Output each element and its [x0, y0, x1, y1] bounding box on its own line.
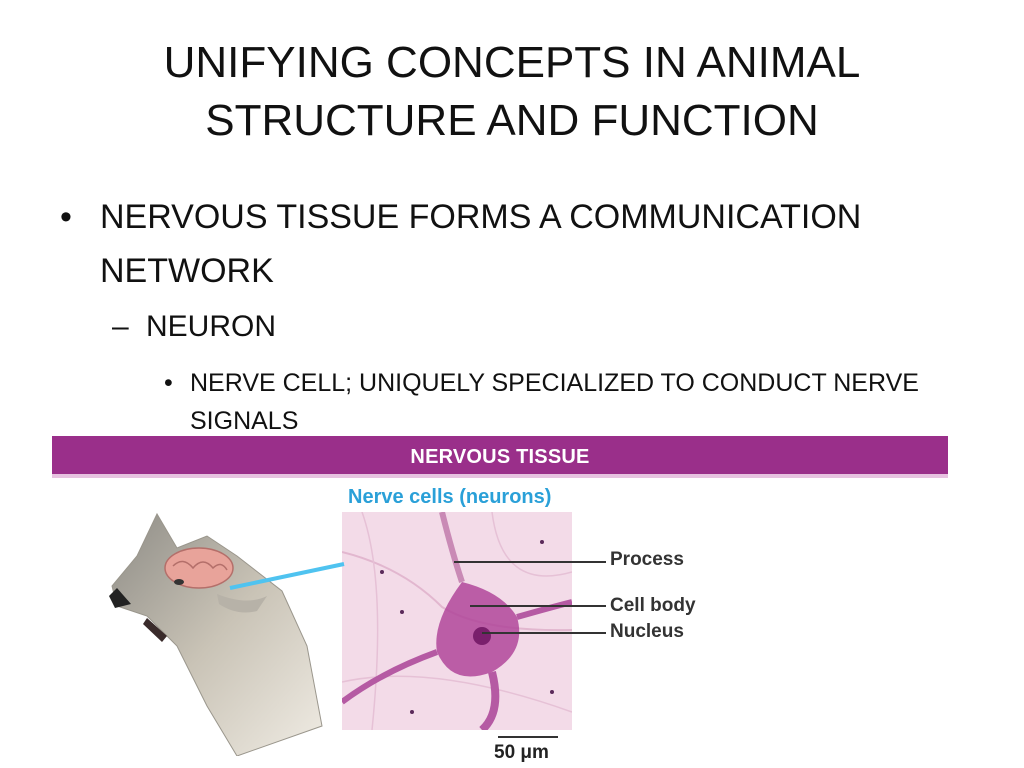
wolf-head-illustration — [109, 512, 323, 756]
scale-label: 50 μm — [494, 742, 549, 763]
banner-stripe — [52, 474, 948, 478]
figure-banner: NERVOUS TISSUE — [52, 436, 948, 474]
bullet-level-3: • NERVE CELL; UNIQUELY SPECIALIZED TO CO… — [164, 364, 924, 440]
bullet-text: NERVOUS TISSUE FORMS A COMMUNICATION NET… — [100, 198, 862, 290]
label-nucleus: Nucleus — [610, 621, 684, 642]
dash-mark: – — [112, 310, 129, 343]
bullet-mark: • — [164, 369, 173, 397]
label-process: Process — [610, 549, 684, 570]
scale-bar — [498, 736, 558, 738]
label-cell-body: Cell body — [610, 595, 696, 616]
bullet-text: NEURON — [146, 310, 277, 343]
leader-lines — [229, 561, 606, 634]
bullet-mark: • — [60, 198, 72, 236]
bullet-level-1: • NERVOUS TISSUE FORMS A COMMUNICATION N… — [60, 190, 990, 298]
bullet-level-2: – NEURON — [112, 305, 276, 349]
nervous-tissue-figure: NERVOUS TISSUE — [52, 436, 948, 768]
slide-title: UNIFYING CONCEPTS IN ANIMAL STRUCTURE AN… — [0, 34, 1024, 150]
bullet-text: NERVE CELL; UNIQUELY SPECIALIZED TO COND… — [190, 369, 919, 435]
title-line-2: STRUCTURE AND FUNCTION — [205, 96, 819, 145]
neuron-micrograph — [342, 512, 572, 730]
figure-subtitle: Nerve cells (neurons) — [348, 486, 552, 508]
title-line-1: UNIFYING CONCEPTS IN ANIMAL — [163, 38, 861, 87]
